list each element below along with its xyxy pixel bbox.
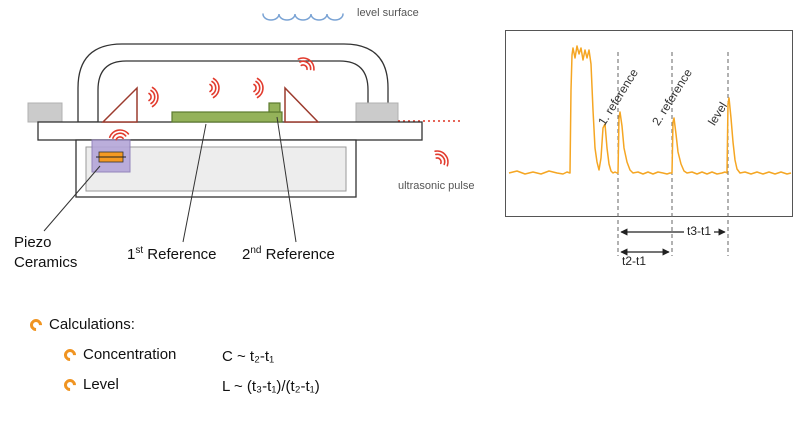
- bullet-icon: [61, 376, 79, 393]
- scope-frame: [505, 30, 793, 217]
- level-surface-label: level surface: [357, 7, 419, 19]
- second-reference-label: 2nd Reference: [242, 245, 335, 263]
- right-mount-block: [355, 102, 399, 123]
- leader-line-piezo: [43, 165, 101, 232]
- scope-signal-trace: [508, 45, 792, 175]
- ultrasonic-wave-icon: [209, 77, 220, 99]
- first-reference-ordinal: st: [135, 245, 144, 256]
- calc-row-level: Level: [61, 376, 119, 393]
- ultrasonic-wave-icon: [253, 77, 264, 99]
- right-mirror-triangle: [284, 86, 320, 123]
- first-reference-text: Reference: [143, 246, 217, 263]
- left-mirror-triangle: [101, 86, 138, 123]
- second-reference-text: Reference: [261, 246, 335, 263]
- second-reference-ordinal: nd: [250, 245, 262, 256]
- base-plate: [37, 121, 423, 141]
- piezo-label-line1: Piezo: [14, 234, 52, 251]
- first-reference-num: 1: [127, 246, 136, 263]
- calc-label-level: Level: [83, 376, 119, 393]
- piezo-ceramics-label: Piezo Ceramics: [14, 233, 77, 273]
- first-reference-bar: [171, 111, 283, 123]
- bullet-icon: [61, 346, 79, 363]
- calc-label-concentration: Concentration: [83, 346, 177, 363]
- level-surface-waves-icon: [262, 13, 344, 21]
- calc-row-concentration: Concentration: [61, 346, 177, 363]
- second-reference-num: 2: [242, 246, 251, 263]
- calc-formula-concentration: C ~ t₂-t₁: [222, 348, 275, 365]
- leader-line-ref1: [182, 123, 207, 243]
- piezo-label-line2: Ceramics: [14, 254, 78, 271]
- ultrasonic-wave-icon: [431, 146, 453, 169]
- left-mount-block: [27, 102, 63, 123]
- t3-t1-label: t3-t1: [684, 224, 715, 238]
- calc-formula-level: L ~ (t₃-t₁)/(t₂-t₁): [222, 378, 320, 395]
- bullet-icon: [27, 316, 45, 333]
- ultrasonic-wave-icon: [148, 86, 159, 108]
- second-reference-step: [268, 102, 281, 113]
- scope-plot: [505, 30, 793, 256]
- calculations-title-row: Calculations:: [27, 316, 135, 333]
- leader-line-ref2: [276, 116, 297, 243]
- device-diagram: [27, 13, 462, 243]
- calculations-title: Calculations:: [49, 316, 135, 333]
- first-reference-label: 1st Reference: [127, 245, 217, 263]
- t2-t1-label: t2-t1: [622, 254, 647, 268]
- ultrasonic-pulse-label: ultrasonic pulse: [398, 180, 475, 192]
